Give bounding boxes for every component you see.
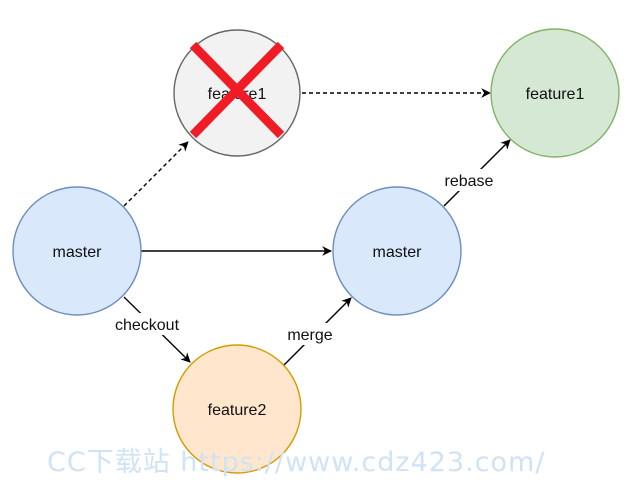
delete-cross-icon [189,41,285,139]
node-feature2-circle [172,344,302,474]
node-master-left: master [12,186,142,316]
node-feature1-new-circle [490,28,620,158]
node-master-left-label: master [53,244,103,261]
node-feature1-new: feature1 [490,28,620,158]
node-feature1-deleted: feature1 [173,29,301,157]
node-feature2-label: feature2 [208,402,267,419]
checkout-label: checkout [115,317,180,334]
node-feature2: feature2 [172,344,302,474]
node-feature1-new-label: feature1 [526,86,585,103]
node-master-right-label: master [373,244,423,261]
node-master-left-circle [12,186,142,316]
watermark: CC下载站 https://www.cdz423.com/ [47,447,545,478]
rebase-label-bg [436,169,502,191]
node-master-right: master [332,186,462,316]
node-master-right-circle [332,186,462,316]
merge-label: merge [287,327,332,344]
edge-master-to-deleted-feature1 [123,141,189,207]
merge-label-bg [278,323,342,345]
rebase-label: rebase [445,173,494,190]
checkout-label-bg [106,313,188,335]
